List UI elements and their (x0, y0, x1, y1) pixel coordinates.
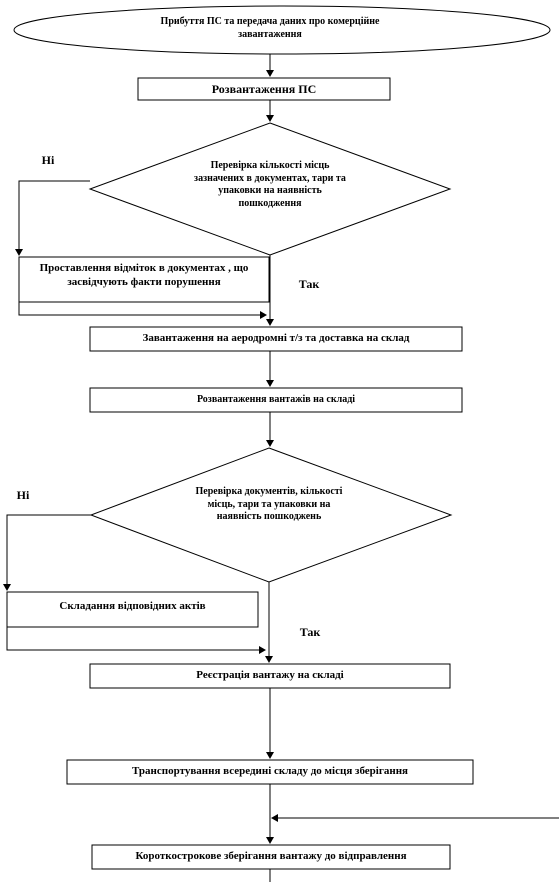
decision-1-label: Перевірка кількості місць зазначених в д… (194, 160, 346, 209)
start-label: Прибуття ПС та передача даних про комерц… (160, 16, 380, 40)
short-storage-box (91, 844, 451, 870)
compose-acts-label: Складання відповідних актів (59, 600, 206, 612)
branch-no-1: Ні (41, 153, 55, 167)
load-transport-label: Завантаження на аеродромні т/з та достав… (142, 332, 410, 344)
short-storage-label: Короткострокове зберігання вантажу до ві… (135, 850, 407, 862)
unload-cargo-box (89, 387, 463, 413)
mark-docs-box (18, 256, 270, 303)
branch-no-2: Ні (16, 488, 30, 502)
branch-yes-1: Так (298, 277, 320, 291)
unload-aircraft-label: Розвантаження ПС (211, 82, 317, 96)
transport-inside-label: Транспортування всередині складу до місц… (132, 765, 408, 777)
start-ellipse (13, 5, 551, 55)
load-transport-box (89, 326, 463, 352)
decision-2-label: Перевірка документів, кількості місць, т… (195, 486, 343, 522)
unload-cargo-label: Розвантаження вантажів на складі (196, 394, 356, 405)
register-cargo-label: Реєстрація вантажу на складі (196, 669, 344, 681)
unload-aircraft-box (137, 77, 391, 101)
mark-docs-label: Проставлення відміток в документах , що … (39, 262, 249, 288)
branch-yes-2: Так (299, 625, 321, 639)
compose-acts-box (6, 591, 259, 628)
